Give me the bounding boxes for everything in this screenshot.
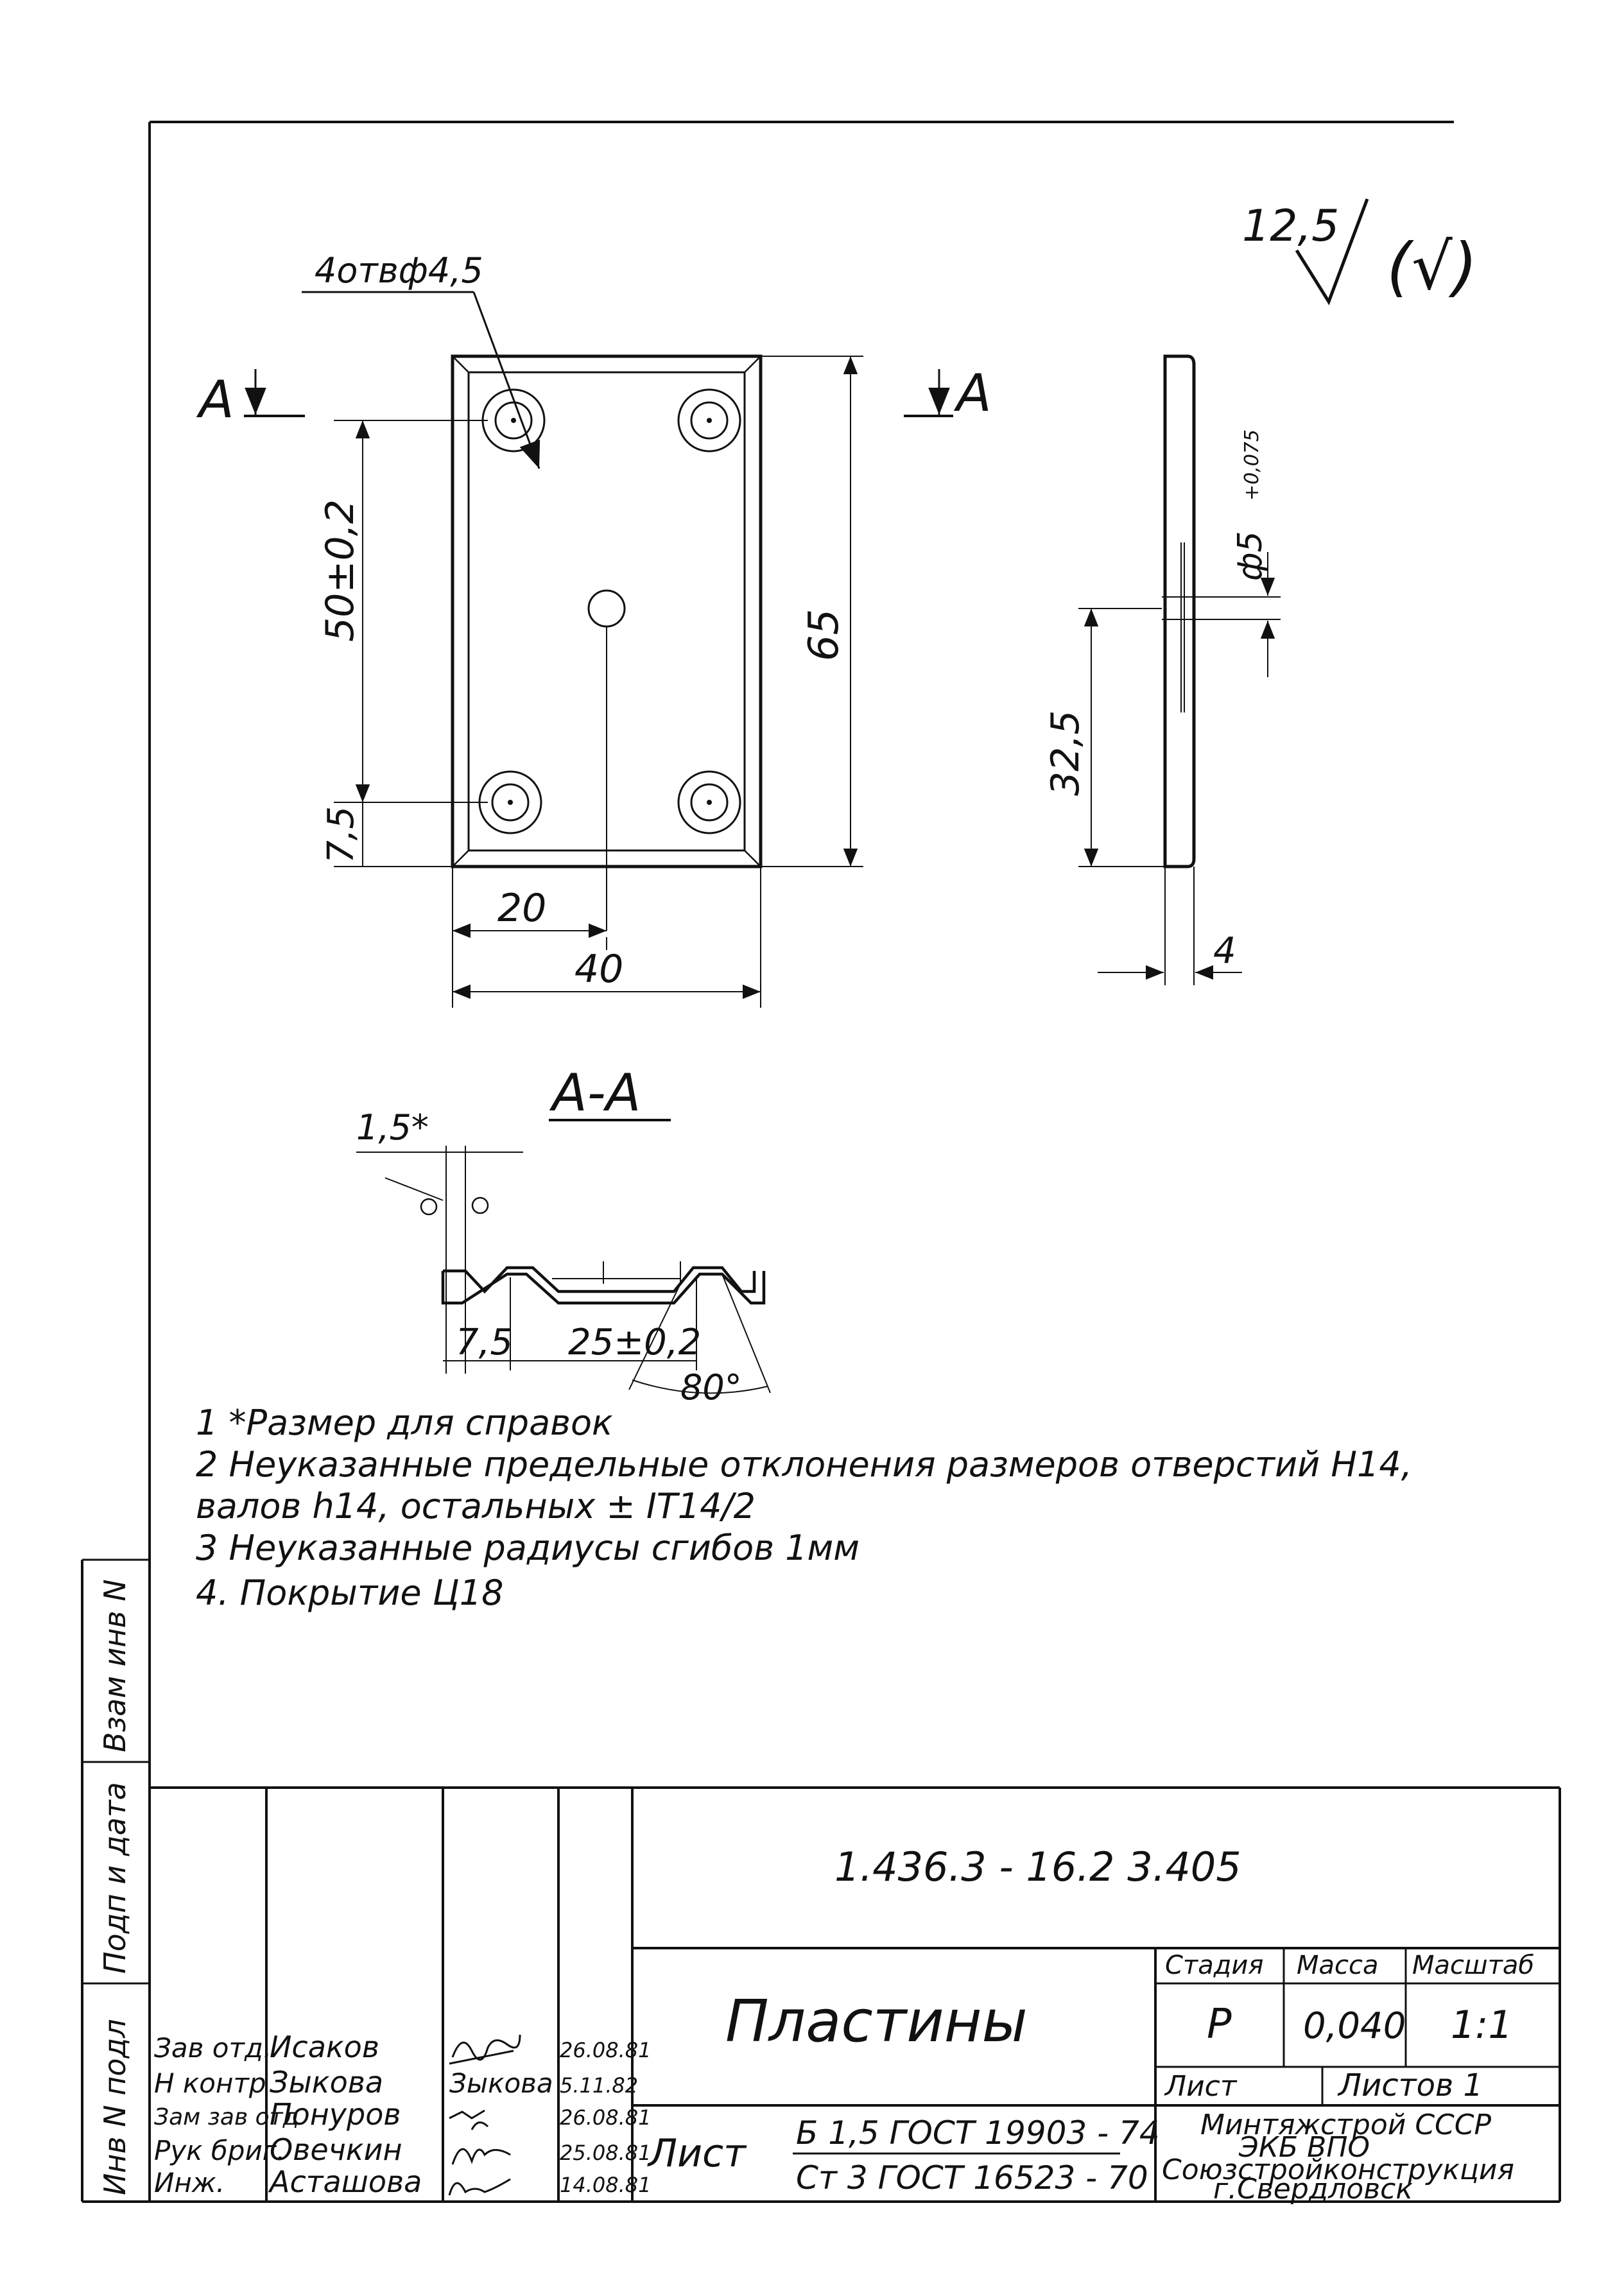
dim-width: 40 — [574, 947, 623, 992]
dim-hole-tol: +0,075 — [1241, 429, 1263, 501]
date-2: 5.11.82 — [560, 2073, 638, 2098]
side-stamp: Инв N подл Подп и дата Взам инв N — [81, 1558, 150, 2203]
mass-header: Масса — [1297, 1951, 1379, 1980]
dim-thickness: 4 — [1213, 930, 1236, 972]
note-4: 4. Покрытие Ц18 — [196, 1573, 503, 1613]
roughness-value: 12,5 — [1242, 201, 1339, 252]
hole-bottom-right — [677, 770, 741, 834]
roughness-symbol: 12,5 (√) — [1242, 198, 1478, 306]
role-3: Зам зав отд — [154, 2104, 299, 2130]
name-5: Асташова — [268, 2164, 422, 2199]
org-line-1: Минтяжстрой СССР — [1200, 2109, 1491, 2141]
signature-2: Зыкова — [449, 2067, 553, 2099]
side-stamp-inv-repl: Взам инв N — [98, 1579, 132, 1752]
dim-height: 65 — [800, 609, 848, 661]
role-4: Рук бриг. — [154, 2135, 285, 2166]
stage-header: Стадия — [1165, 1951, 1263, 1980]
signature-5 — [448, 2178, 511, 2196]
sheets-label: Листов 1 — [1337, 2067, 1483, 2103]
side-view: ф5 +0,075 32,5 4 — [1043, 354, 1281, 985]
hole-center — [587, 589, 626, 931]
section-title: A-A — [549, 1063, 641, 1123]
front-view: 4отвф4,5 A A 50±0,2 7,5 65 20 40 — [196, 250, 992, 1008]
note-1: 1 *Размер для справок — [196, 1403, 613, 1443]
date-5: 14.08.81 — [560, 2173, 652, 2197]
date-1: 26.08.81 — [560, 2038, 652, 2062]
material-top: Б 1,5 ГОСТ 19903 - 74 — [796, 2114, 1160, 2152]
material-bottom: Ст 3 ГОСТ 16523 - 70 — [796, 2159, 1148, 2197]
signature-1 — [449, 2034, 521, 2065]
org-line-2: ЭКБ ВПО — [1238, 2131, 1370, 2164]
title-block: 1.436.3 - 16.2 3.405 Пластины Стадия Мас… — [150, 1786, 1560, 2205]
stage-value: Р — [1207, 2001, 1232, 2048]
name-4: Овечкин — [270, 2132, 402, 2167]
drawing-frame — [148, 121, 1561, 2203]
name-1: Исаков — [270, 2030, 379, 2064]
side-stamp-sign-date: Подп и дата — [98, 1782, 132, 1974]
org-line-4: г.Свердловск — [1213, 2173, 1413, 2205]
signature-4 — [451, 2148, 511, 2165]
scale-value: 1:1 — [1451, 2003, 1513, 2048]
section-marker-left: A — [196, 370, 234, 429]
scale-header: Масштаб — [1412, 1951, 1534, 1980]
dim-hole-pitch-v: 50±0,2 — [318, 499, 363, 642]
signature-3 — [449, 2109, 489, 2130]
note-2: 2 Неуказанные предельные отклонения разм… — [196, 1444, 1412, 1485]
name-3: Понуров — [270, 2097, 401, 2132]
role-2: Н контр — [154, 2067, 266, 2099]
dim-section-angle: 80° — [680, 1367, 742, 1408]
section-profile — [441, 1271, 766, 1305]
role-5: Инж. — [154, 2167, 225, 2198]
section-marker-right: A — [953, 363, 992, 423]
plate-side-profile — [1163, 354, 1196, 868]
dim-section-edge-offset: 7,5 — [456, 1322, 513, 1363]
dim-section-pitch: 25±0,2 — [568, 1322, 701, 1363]
hole-top-right — [677, 388, 741, 453]
dim-bead-width: 1,5* — [356, 1107, 429, 1148]
hole-bottom-left — [478, 770, 542, 834]
signature-table: Зав отд. Н контр Зам зав отд Рук бриг. И… — [154, 2030, 652, 2199]
note-3: 3 Неуказанные радиусы сгибов 1мм — [196, 1528, 860, 1568]
material-sheet-word: Лист — [647, 2131, 747, 2176]
date-3: 26.08.81 — [560, 2105, 652, 2130]
mass-value: 0,040 — [1303, 2005, 1406, 2047]
dim-hole-dia: ф5 — [1231, 531, 1270, 581]
date-4: 25.08.81 — [560, 2141, 652, 2165]
role-1: Зав отд. — [154, 2032, 272, 2064]
note-2-cont: валов h14, остальных ± IT14/2 — [196, 1486, 756, 1526]
notes: 1 *Размер для справок 2 Неуказанные пред… — [196, 1403, 1412, 1613]
roughness-remaining: (√) — [1386, 229, 1478, 304]
doc-number: 1.436.3 - 16.2 3.405 — [834, 1843, 1241, 1890]
holes-callout: 4отвф4,5 — [315, 250, 483, 291]
sheet-label: Лист — [1164, 2070, 1238, 2103]
section-view: A-A 1,5* 7,5 25±0,2 80° — [356, 1063, 771, 1408]
name-2: Зыкова — [270, 2065, 383, 2100]
side-stamp-inv-orig: Инв N подл — [98, 2019, 132, 2195]
org-line-3: Союзстройконструкция — [1162, 2154, 1514, 2186]
part-name: Пластины — [725, 1988, 1028, 2055]
dim-center-height: 32,5 — [1043, 710, 1088, 796]
dim-hole-pitch-h: 20 — [497, 886, 546, 931]
dim-edge-offset-v: 7,5 — [320, 806, 362, 863]
